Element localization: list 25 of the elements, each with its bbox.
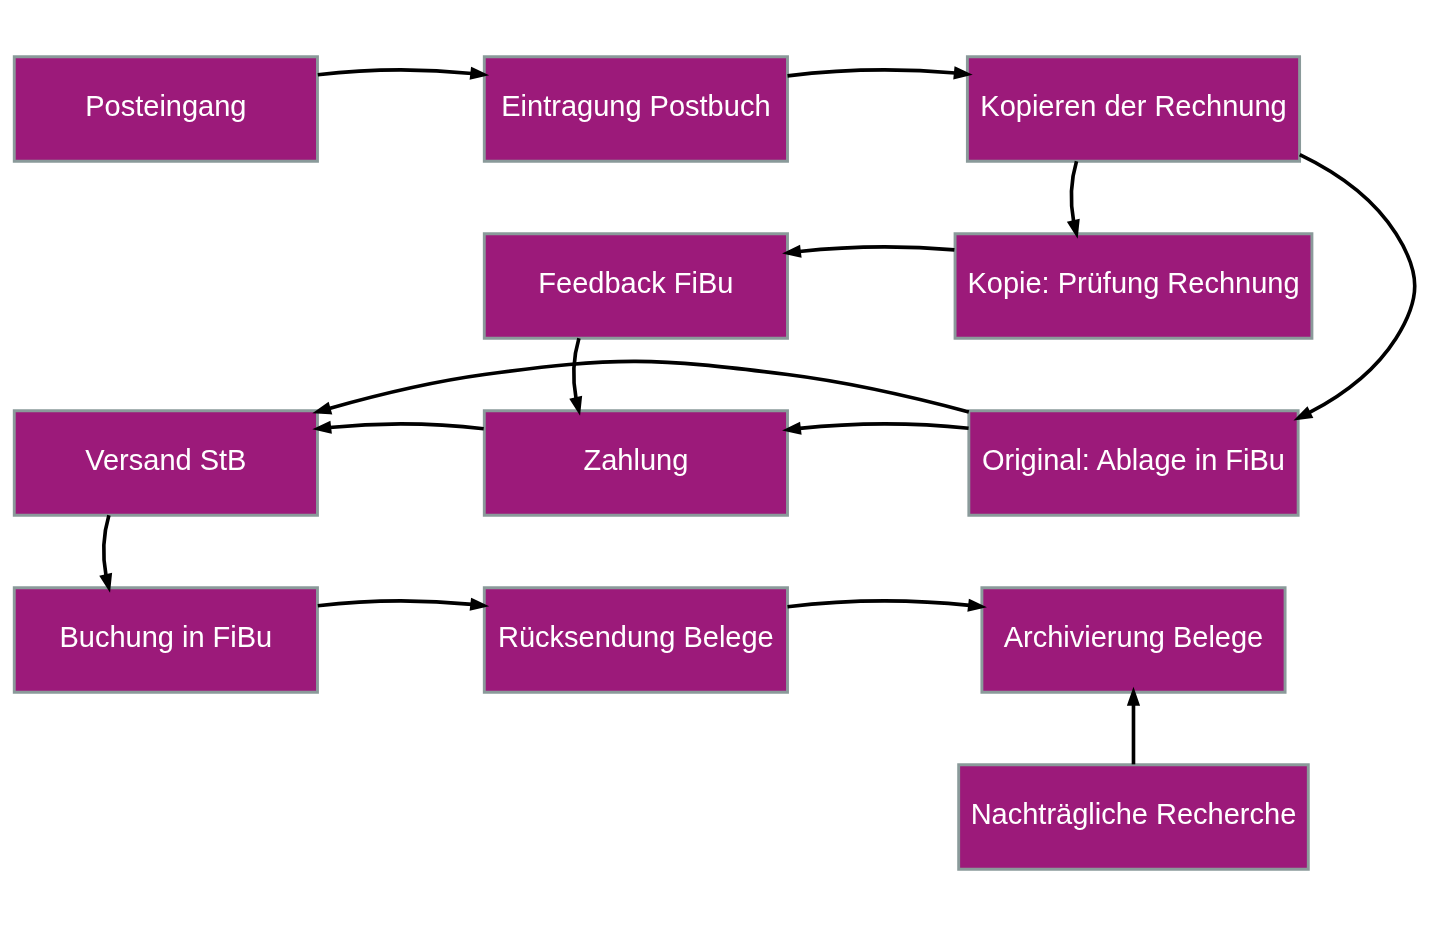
arrow xyxy=(569,337,583,416)
node-box: Kopie: Prüfung Rechnung xyxy=(953,231,1314,340)
node-box: Feedback FiBu xyxy=(482,231,789,340)
node-box: Zahlung xyxy=(482,408,789,517)
node-box: Versand StB xyxy=(12,408,319,517)
arrow xyxy=(782,421,969,435)
arrow xyxy=(312,359,970,414)
arrow xyxy=(1126,686,1141,764)
node-box: Archivierung Belege xyxy=(980,585,1287,694)
arrow xyxy=(787,65,973,79)
arrow xyxy=(99,514,113,593)
arrow xyxy=(1066,160,1080,239)
node-box: Posteingang xyxy=(12,54,319,163)
arrow xyxy=(787,598,987,612)
node-box: Buchung in FiBu xyxy=(12,585,319,694)
arrow xyxy=(317,597,490,611)
node-box: Eintragung Postbuch xyxy=(482,54,789,163)
node-box: Nachträgliche Recherche xyxy=(957,762,1310,871)
node-box: Rücksendung Belege xyxy=(482,585,789,694)
arrow xyxy=(1293,152,1417,420)
node-box: Original: Ablage in FiBu xyxy=(967,408,1300,517)
arrow xyxy=(312,420,484,434)
arrow xyxy=(782,244,955,258)
node-box: Kopieren der Rechnung xyxy=(965,54,1302,163)
arrow xyxy=(317,66,490,80)
